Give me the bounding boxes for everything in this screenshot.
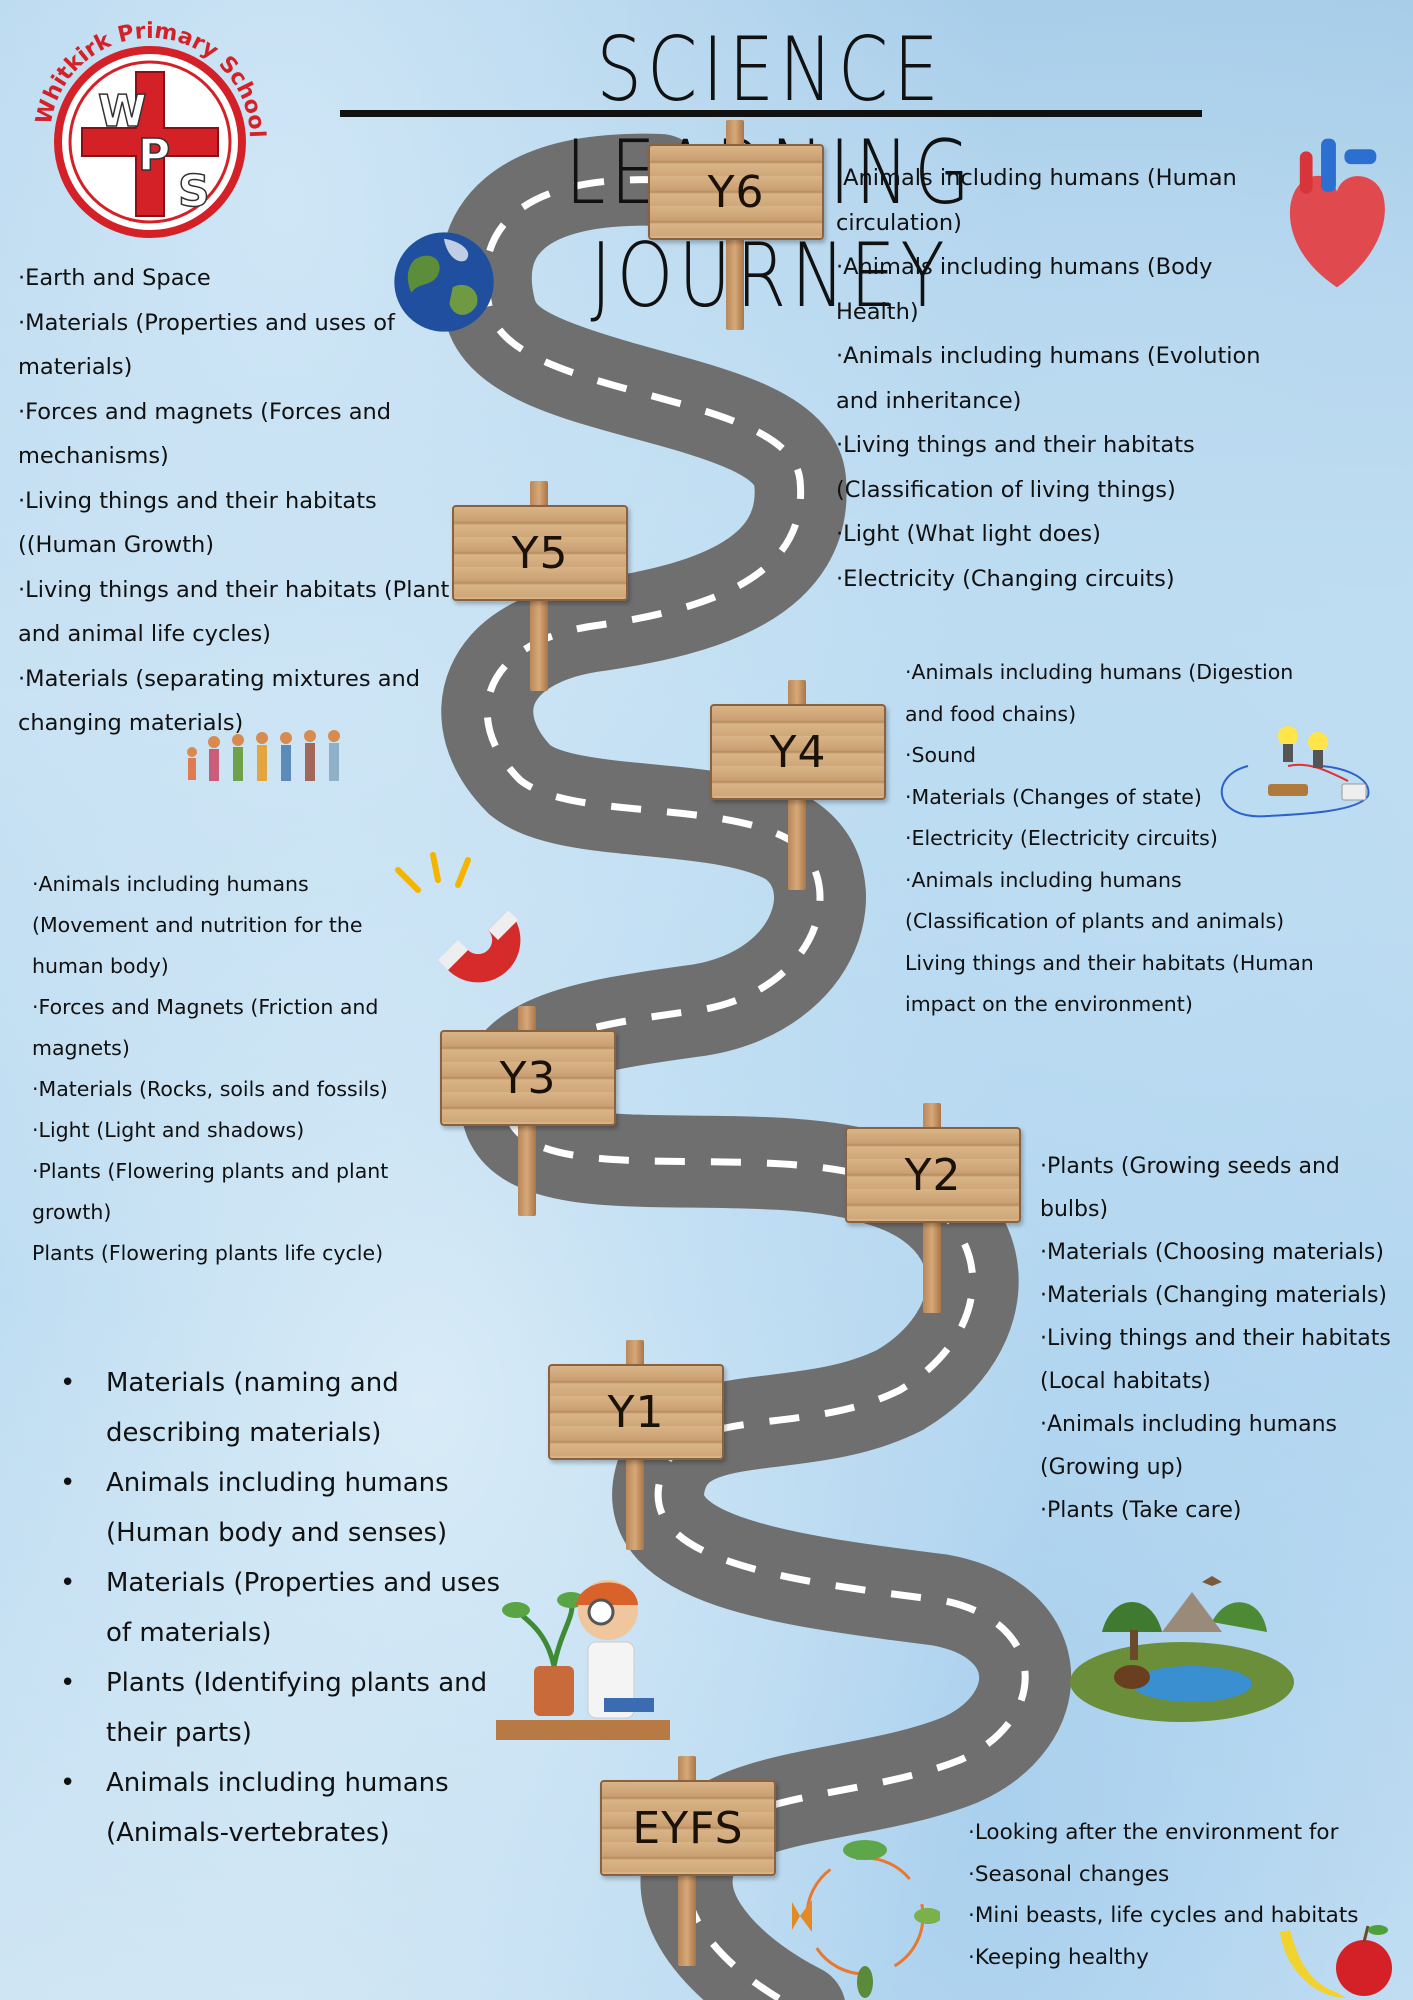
y3-topic: ·Forces and Magnets (Friction and magnet…	[32, 995, 379, 1060]
signpost-eyfs: EYFS	[600, 1756, 776, 1998]
y2-topic: ·Materials (Choosing materials)	[1040, 1240, 1384, 1265]
y2-topic: ·Living things and their habitats (Local…	[1040, 1326, 1391, 1394]
girl-scientist-icon	[496, 1580, 670, 1740]
y2-topic-list: ·Plants (Growing seeds and bulbs) ·Mater…	[1040, 1145, 1410, 1532]
people-icon	[187, 730, 340, 781]
y6-topic: ·Living things and their habitats (Class…	[836, 432, 1195, 503]
y2-topic: ·Plants (Take care)	[1040, 1498, 1242, 1523]
y6-topic: ·Animals including humans (Human circula…	[836, 165, 1237, 236]
y6-topic: ·Electricity (Changing circuits)	[836, 565, 1175, 592]
y5-topic: ·Materials (separating mixtures and chan…	[18, 665, 421, 737]
fruit-icon	[1280, 1925, 1392, 1998]
eyfs-topic: ·Keeping healthy	[968, 1944, 1149, 1970]
y5-topic: ·Forces and magnets (Forces and mechanis…	[18, 398, 392, 470]
y2-topic: ·Materials (Changing materials)	[1040, 1283, 1387, 1308]
signpost-y4: Y4	[710, 680, 886, 922]
y4-topic: ·Animals including humans (Classificatio…	[905, 867, 1285, 934]
y2-topic: ·Animals including humans (Growing up)	[1040, 1412, 1337, 1480]
y4-topic: ·Sound	[905, 743, 977, 767]
sign-label-eyfs: EYFS	[632, 1802, 744, 1854]
eyfs-topic: ·Seasonal changes	[968, 1861, 1170, 1887]
sign-label-y1: Y1	[607, 1386, 665, 1438]
y1-topic: Materials (Properties and uses of materi…	[60, 1558, 520, 1658]
y1-topic: Materials (naming and describing materia…	[60, 1358, 520, 1458]
logo-letter-s: S	[178, 166, 210, 217]
y3-topic-list: ·Animals including humans (Movement and …	[32, 864, 392, 1274]
sign-label-y5: Y5	[511, 527, 569, 579]
sign-label-y6: Y6	[707, 166, 765, 218]
sign-label-y3: Y3	[499, 1052, 557, 1104]
sign-label-y2: Y2	[904, 1149, 962, 1201]
y6-topic-list: ·Animals including humans (Human circula…	[836, 156, 1296, 601]
y6-topic: ·Animals including humans (Body Health)	[836, 254, 1213, 325]
title-underline	[340, 110, 1202, 117]
y4-topic: Living things and their habitats (Human …	[905, 950, 1314, 1017]
eyfs-topic: ·Looking after the environment for	[968, 1820, 1339, 1845]
sign-label-y4: Y4	[769, 726, 827, 778]
y5-topic: ·Materials (Properties and uses of mater…	[18, 309, 395, 381]
eyfs-topic-list: ·Looking after the environment for ·Seas…	[968, 1812, 1408, 1978]
y4-topic: ·Materials (Changes of state)	[905, 784, 1202, 809]
y2-topic: ·Plants (Growing seeds and bulbs)	[1040, 1154, 1340, 1222]
y1-topic: Animals including humans (Animals-verteb…	[60, 1758, 520, 1858]
magnet-icon	[395, 852, 521, 983]
heart-icon	[1289, 138, 1385, 288]
y3-topic: ·Light (Light and shadows)	[32, 1118, 305, 1142]
signpost-y3: Y3	[440, 1006, 616, 1248]
lifecycle-icon	[792, 1840, 940, 1998]
y1-topic: Animals including humans (Human body and…	[60, 1458, 520, 1558]
y5-topic: ·Living things and their habitats ((Huma…	[18, 487, 377, 559]
y3-topic: ·Plants (Flowering plants and plant grow…	[32, 1159, 389, 1224]
y5-topic: ·Living things and their habitats (Plant…	[18, 576, 450, 648]
signpost-y5: Y5	[452, 481, 628, 723]
y5-topic: ·Earth and Space	[18, 265, 211, 291]
circuit-icon	[1220, 726, 1370, 818]
y3-topic: ·Materials (Rocks, soils and fossils)	[32, 1077, 388, 1101]
y6-topic: ·Light (What light does)	[836, 521, 1101, 547]
y4-topic-list: ·Animals including humans (Digestion and…	[905, 652, 1325, 1026]
logo-letter-w: W	[98, 86, 147, 137]
y6-topic: ·Animals including humans (Evolution and…	[836, 343, 1261, 414]
school-logo: Whitkirk Primary School W P S	[32, 20, 268, 238]
y3-topic: ·Animals including humans (Movement and …	[32, 872, 363, 978]
y1-topic: Plants (Identifying plants and their par…	[60, 1658, 520, 1758]
signpost-y6: Y6	[648, 120, 824, 362]
y5-topic-list: ·Earth and Space ·Materials (Properties …	[18, 256, 458, 746]
logo-letter-p: P	[138, 130, 170, 181]
signpost-y2: Y2	[845, 1103, 1021, 1345]
y3-topic: Plants (Flowering plants life cycle)	[32, 1241, 384, 1265]
earth-icon	[394, 232, 494, 332]
y4-topic: ·Electricity (Electricity circuits)	[905, 826, 1218, 850]
eyfs-topic: ·Mini beasts, life cycles and habitats	[968, 1903, 1359, 1928]
signpost-y1: Y1	[548, 1340, 724, 1582]
y4-topic: ·Animals including humans (Digestion and…	[905, 660, 1294, 726]
habitat-icon	[1070, 1576, 1294, 1722]
y1-topic-list: Materials (naming and describing materia…	[60, 1358, 520, 1858]
